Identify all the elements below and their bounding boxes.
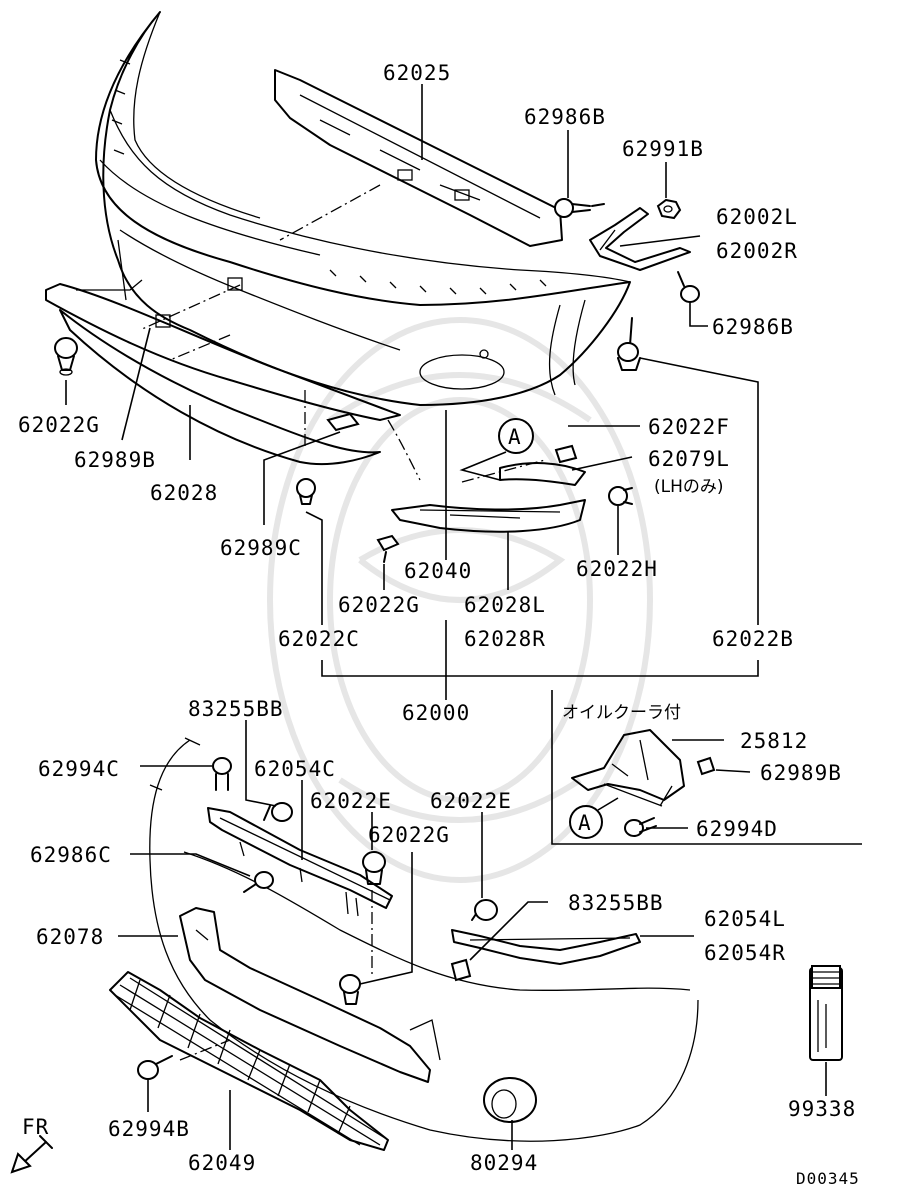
label-62022e-a: 62022E xyxy=(310,789,392,813)
label-62989c: 62989C xyxy=(220,536,302,560)
marker-a-box: A xyxy=(578,811,592,835)
arrow-down-left-icon xyxy=(10,1135,53,1174)
label-62986b-right: 62986B xyxy=(712,315,794,339)
label-83255bb-low: 83255BB xyxy=(568,891,664,915)
bolt-62994b-shape xyxy=(137,1055,173,1080)
clip-62022g-mid-shape xyxy=(376,534,400,563)
label-62986c: 62986C xyxy=(30,843,112,867)
lower-leaders xyxy=(118,720,827,1150)
label-62025: 62025 xyxy=(383,61,451,85)
label-62994b: 62994B xyxy=(108,1117,190,1141)
bolt-62986b-top-shape xyxy=(554,198,605,218)
label-62000: 62000 xyxy=(402,701,470,725)
label-62989b-left: 62989B xyxy=(74,448,156,472)
label-62994d: 62994D xyxy=(696,817,778,841)
label-83255bb-top: 83255BB xyxy=(188,697,284,721)
label-62022g-left: 62022G xyxy=(18,413,100,437)
oil-cooler-box: オイルクーラ付 25812 62989B 62994D A xyxy=(551,690,862,845)
label-62054r: 62054R xyxy=(704,941,786,965)
upper-bumper-assembly xyxy=(45,11,700,563)
label-62049: 62049 xyxy=(188,1151,256,1175)
svg-text:A: A xyxy=(508,425,522,449)
lower-assembly xyxy=(109,737,699,1151)
label-25812: 25812 xyxy=(740,729,808,753)
label-62022c: 62022C xyxy=(278,627,360,651)
clip-62022h-shape xyxy=(608,486,633,506)
label-62991b: 62991B xyxy=(622,137,704,161)
label-62028: 62028 xyxy=(150,481,218,505)
label-99338: 99338 xyxy=(788,1097,856,1121)
sealant-tube-99338-shape xyxy=(809,965,843,1061)
energy-absorber-shape xyxy=(274,69,563,247)
label-62022g-low: 62022G xyxy=(368,823,450,847)
lower-support-shape xyxy=(179,907,431,1083)
label-62002r: 62002R xyxy=(716,239,798,263)
bumper-face-shape xyxy=(95,11,631,406)
lower-lip-shape xyxy=(45,283,401,421)
label-62054l: 62054L xyxy=(704,907,786,931)
label-62054c: 62054C xyxy=(254,757,336,781)
reinforcement-bar-shape xyxy=(207,807,393,909)
lamp-garnish-shape xyxy=(391,499,586,533)
bolt-62994d-shape xyxy=(624,817,657,837)
clip-62989c-shape xyxy=(296,412,360,505)
label-lh-only: (LHのみ) xyxy=(654,477,724,497)
label-62028r: 62028R xyxy=(464,627,546,651)
nut-62991b-shape xyxy=(656,198,682,220)
clip-62022g-low-shape xyxy=(339,974,361,1005)
label-62002l: 62002L xyxy=(716,205,798,229)
bolt-62986c-shape xyxy=(243,871,274,893)
side-bracket-shape xyxy=(589,207,691,271)
label-62022g-mid: 62022G xyxy=(338,593,420,617)
label-62994c: 62994C xyxy=(38,757,120,781)
label-62028l: 62028L xyxy=(464,593,546,617)
label-62022b: 62022B xyxy=(712,627,794,651)
clip-62022f-shape xyxy=(554,444,578,464)
garnish-62079l-shape xyxy=(499,462,586,486)
clip-62022e-a-shape xyxy=(362,851,386,885)
clip-83255bb-top-shape xyxy=(263,802,293,822)
fog-hole xyxy=(419,354,505,390)
fog-ring-80294-shape xyxy=(483,1077,537,1123)
label-62079l: 62079L xyxy=(648,447,730,471)
label-62022e-b: 62022E xyxy=(430,789,512,813)
label-62986b-top: 62986B xyxy=(524,105,606,129)
clip-62022g-left-shape xyxy=(54,337,78,376)
reference-marker-a-top: A xyxy=(459,418,534,481)
clip-62022e-b-shape xyxy=(471,899,498,921)
diagram-id: D00345 xyxy=(796,1169,860,1187)
clip-62022b-shape xyxy=(617,317,641,371)
label-62078: 62078 xyxy=(36,925,104,949)
label-oil-cooler: オイルクーラ付 xyxy=(562,703,681,723)
fr-direction-indicator: FR xyxy=(10,1115,53,1174)
oil-cooler-duct-shape xyxy=(571,729,685,801)
label-62989b-box: 62989B xyxy=(760,761,842,785)
side-reinforcement-shape xyxy=(451,929,641,965)
grille-mesh-shape xyxy=(109,971,389,1151)
top-leaders xyxy=(65,84,759,700)
clip-83255bb-low-shape xyxy=(450,958,472,982)
bolt-62986b-right-shape xyxy=(677,271,700,303)
label-62040: 62040 xyxy=(404,559,472,583)
label-fr: FR xyxy=(22,1115,49,1139)
bolt-62994c-shape xyxy=(212,757,232,791)
label-62022h: 62022H xyxy=(576,557,658,581)
label-80294: 80294 xyxy=(470,1151,538,1175)
watermark-emblem xyxy=(267,317,653,883)
label-62022f: 62022F xyxy=(648,415,730,439)
